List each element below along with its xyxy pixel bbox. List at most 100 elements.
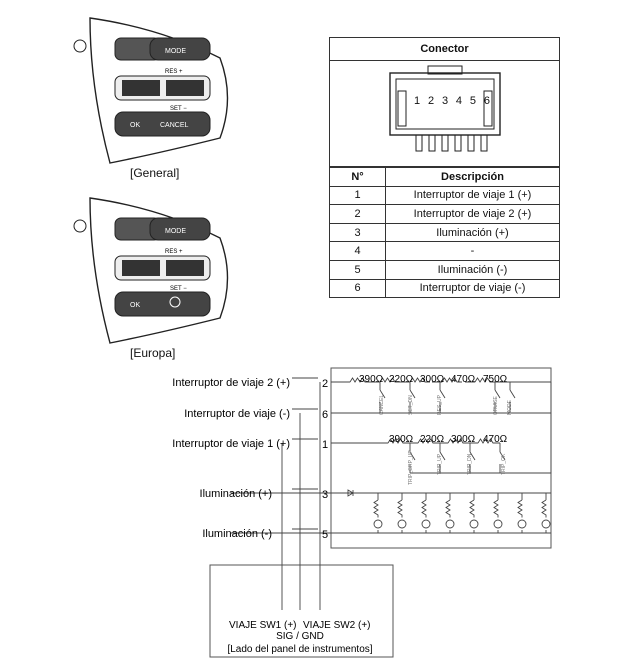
- pin-cell: 1: [329, 185, 386, 206]
- pin-cell: 3: [329, 222, 386, 243]
- header-description: Descripción: [385, 167, 560, 187]
- resistor-value: 300Ω: [451, 434, 476, 445]
- pin-label: 1: [322, 439, 328, 451]
- led-icon: [421, 519, 431, 529]
- connector-title: Conector: [329, 37, 560, 61]
- switch-label: CRUISE: [493, 395, 499, 415]
- connector-pin: [467, 134, 475, 152]
- led: [469, 493, 475, 533]
- desc-cell: Interruptor de viaje (-): [385, 278, 560, 299]
- resistor-value: 300Ω: [420, 374, 445, 385]
- header-number: N°: [329, 167, 386, 187]
- desc-cell: -: [385, 241, 560, 261]
- mode-label: MODE: [165, 228, 186, 235]
- switch: [409, 382, 416, 413]
- switch-label: TRIP_OK: [501, 453, 507, 475]
- wire: [292, 377, 340, 383]
- wire: [231, 492, 331, 534]
- desc-cell: Iluminación (+): [385, 222, 560, 243]
- wire: [292, 528, 551, 534]
- connector-illustration: 1 2 3 4 5 6: [329, 61, 560, 167]
- led: [493, 493, 499, 533]
- switch: [499, 443, 506, 473]
- pin-label: 6: [322, 409, 328, 421]
- pin-number: 4: [455, 95, 463, 107]
- resistor: [370, 377, 400, 383]
- resistor: [470, 438, 500, 444]
- led: [517, 493, 523, 533]
- led-icon: [373, 519, 383, 529]
- switch-label: RES_UP: [437, 394, 443, 415]
- led: [445, 493, 451, 533]
- switch: [439, 443, 446, 473]
- cluster-sw1-label: VIAJE SW1 (+): [229, 620, 297, 631]
- pin-cell: 5: [329, 259, 386, 280]
- pin-cell: 4: [329, 241, 386, 261]
- ok-label: OK: [130, 122, 140, 129]
- resistor: [465, 377, 495, 383]
- switch: [469, 443, 476, 473]
- ok-label: OK: [130, 302, 140, 309]
- switch-label: TRIP_DN: [467, 453, 473, 475]
- cluster-sig-label: SIG / GND: [276, 631, 324, 642]
- circuit-diagram: Interruptor de viaje 2 (+) Interruptor d…: [172, 367, 552, 658]
- input-label: Interruptor de viaje 1 (+): [172, 438, 290, 450]
- mode-label: MODE: [165, 48, 186, 55]
- resistor-value: 390Ω: [359, 374, 384, 385]
- set-label: SET −: [170, 106, 187, 112]
- resistor-value: 470Ω: [483, 434, 508, 445]
- switch: [509, 382, 516, 413]
- pin-label: 3: [322, 489, 328, 501]
- led-icon: [541, 519, 551, 529]
- wire: [410, 382, 552, 474]
- wire: [292, 408, 340, 414]
- input-label: Interruptor de viaje 2 (+): [172, 377, 290, 389]
- switch-label: CANCEL: [379, 394, 385, 415]
- pin-number: 6: [483, 95, 490, 107]
- cancel-label: CANCEL: [160, 122, 189, 129]
- cluster-wire: [281, 382, 321, 610]
- led-icon: [445, 519, 455, 529]
- switch-label: TRIP_GRP_UP: [408, 450, 414, 485]
- resistor: [440, 438, 470, 444]
- led: [373, 493, 379, 533]
- switch: [379, 382, 386, 413]
- desc-cell: Iluminación (-): [385, 259, 560, 280]
- switch: [409, 443, 416, 473]
- connector-pin: [480, 134, 488, 152]
- set-label: SET −: [170, 286, 187, 292]
- desc-cell: Interruptor de viaje 1 (+): [385, 185, 560, 206]
- resistor: [410, 438, 440, 444]
- switch-label: MODE: [507, 399, 513, 415]
- res-label: RES +: [165, 249, 183, 255]
- led: [421, 493, 427, 533]
- resistor: [400, 377, 430, 383]
- res-label: RES +: [165, 69, 183, 75]
- pin-label: 5: [322, 529, 328, 541]
- led: [541, 493, 547, 533]
- input-label: Iluminación (+): [200, 488, 272, 500]
- input-label: Interruptor de viaje (-): [184, 408, 290, 420]
- resistor-value: 390Ω: [389, 434, 414, 445]
- pin-number: 2: [427, 95, 435, 107]
- pin-number: 1: [414, 95, 421, 107]
- caption-general: [General]: [130, 166, 180, 180]
- led-icon: [469, 519, 479, 529]
- cluster-caption: [Lado del panel de instrumentos]: [227, 644, 372, 655]
- cluster-sw2-label: VIAJE SW2 (+): [303, 620, 371, 631]
- pin-number: 3: [441, 95, 449, 107]
- led-icon: [493, 519, 503, 529]
- pin-label: 2: [322, 378, 328, 390]
- pin-cell: 6: [329, 278, 386, 299]
- led-icon: [397, 519, 407, 529]
- resistor: [340, 377, 370, 383]
- resistor-value: 750Ω: [483, 374, 508, 385]
- pin-number: 5: [469, 95, 476, 107]
